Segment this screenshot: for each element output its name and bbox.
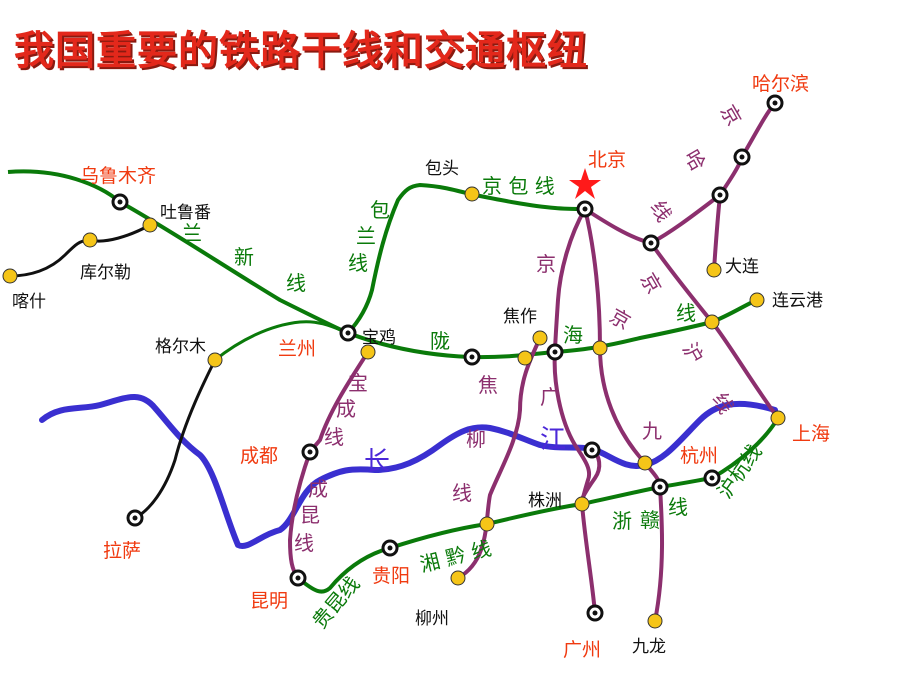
city-lianyungang: 连云港 <box>772 291 823 311</box>
city-lasa: 拉萨 <box>103 540 141 562</box>
station-luoyang[interactable] <box>517 350 533 366</box>
dot-stations <box>2 186 786 629</box>
city-beijing: 北京 <box>588 149 626 171</box>
station-jiaozuo[interactable] <box>532 330 548 346</box>
purple-jiaoliu <box>456 337 542 580</box>
green-zhegan <box>389 485 661 550</box>
city-harbin: 哈尔滨 <box>752 73 809 95</box>
station-kashi[interactable] <box>2 268 18 284</box>
label-jiaoliu-2: 柳 <box>466 427 486 451</box>
city-zhuzhou: 株洲 <box>528 491 562 511</box>
purple-jingjiu <box>583 208 665 622</box>
label-baolan-3: 线 <box>348 251 368 275</box>
label-baolan-1: 包 <box>370 198 390 222</box>
black-line-qingzang <box>134 359 217 520</box>
label-longhai-2: 海 <box>563 323 583 347</box>
city-geermu: 格尔木 <box>155 337 206 357</box>
station-baotou[interactable] <box>464 186 480 202</box>
station-bengbu[interactable] <box>704 314 720 330</box>
purple-chengkun <box>287 451 312 580</box>
label-jinghu-2: 沪 <box>678 339 709 368</box>
label-lanxin-3: 线 <box>286 271 306 295</box>
city-jiulong: 九龙 <box>632 637 666 657</box>
ring-centers <box>117 100 778 616</box>
page-title: 我国重要的铁路干线和交通枢纽 <box>14 28 588 74</box>
label-jiaoliu-1: 焦 <box>478 373 498 397</box>
green-guikun <box>296 546 391 594</box>
city-dalian: 大连 <box>725 257 759 277</box>
station-lanzhou[interactable] <box>360 344 376 360</box>
green-geermu-lanzhou <box>214 320 349 362</box>
city-kashi: 喀什 <box>12 292 46 312</box>
purple-jingguang <box>552 208 597 614</box>
label-chengkun-2: 昆 <box>300 503 320 527</box>
label-jinghu-line: 线 <box>676 301 696 325</box>
label-jinghu-1: 京 <box>636 269 667 298</box>
city-guiyang: 贵阳 <box>372 565 410 587</box>
label-jingha-2: 哈 <box>680 146 711 175</box>
city-baotou: 包头 <box>425 159 459 179</box>
label-chengkun-3: 线 <box>294 531 314 555</box>
city-kunming: 昆明 <box>250 590 288 612</box>
city-hangzhou: 杭州 <box>680 445 718 467</box>
label-jingguang-2: 广 <box>540 385 560 409</box>
label-jingjiu-2: 九 <box>642 419 662 443</box>
green-baolan <box>346 182 471 335</box>
purple-jingha <box>583 101 777 246</box>
station-geermu[interactable] <box>207 352 223 368</box>
label-chengkun-1: 成 <box>308 477 328 501</box>
city-shanghai: 上海 <box>792 423 830 445</box>
station-tulufan[interactable] <box>142 217 158 233</box>
city-jiaozuo: 焦作 <box>503 307 537 327</box>
city-liuzhou: 柳州 <box>415 609 449 629</box>
label-jingbao: 京 包 线 <box>482 174 555 198</box>
city-baoji: 宝鸡 <box>362 328 396 348</box>
label-zhegan-3: 线 <box>668 495 688 519</box>
river-label-chang: 长 <box>364 447 390 477</box>
label-jingha-3: 线 <box>646 197 677 226</box>
label-jingha-1: 京 <box>716 101 747 130</box>
green-jingbao <box>469 192 586 211</box>
beijing-star-icon <box>569 168 601 199</box>
station-jiujiang[interactable] <box>637 455 653 471</box>
station-shanghai[interactable] <box>770 410 786 426</box>
city-chengdu: 成都 <box>240 445 278 467</box>
station-dalian[interactable] <box>706 262 722 278</box>
label-xiangqian: 湘 黔 线 <box>417 536 493 577</box>
station-huaihua[interactable] <box>479 516 495 532</box>
label-baocheng-3: 线 <box>324 425 344 449</box>
city-lanzhou: 兰州 <box>278 338 316 360</box>
black-line-kuerle <box>89 223 151 243</box>
label-zhegan-2: 赣 <box>640 508 660 532</box>
label-jiaoliu-3: 线 <box>452 481 472 505</box>
station-jiulong[interactable] <box>647 613 663 629</box>
label-lanxin-2: 新 <box>234 245 254 269</box>
station-kuerle[interactable] <box>82 232 98 248</box>
city-wulumuqi: 乌鲁木齐 <box>80 165 156 187</box>
label-longhai-1: 陇 <box>430 329 450 353</box>
black-line-kashi <box>9 238 91 278</box>
label-baocheng-2: 成 <box>336 397 356 421</box>
yangtze-river <box>39 394 778 549</box>
label-jingjiu-1: 京 <box>606 304 635 335</box>
city-kuerle: 库尔勒 <box>80 263 131 283</box>
green-lanxin <box>7 169 349 335</box>
label-lanxin-1: 兰 <box>182 221 202 245</box>
station-zhuzhou[interactable] <box>574 496 590 512</box>
station-lianyungang[interactable] <box>749 292 765 308</box>
purple-dalian <box>712 194 722 271</box>
river-label-jiang: 江 <box>540 425 566 455</box>
station-xuzhou[interactable] <box>592 340 608 356</box>
city-guangzhou: 广州 <box>563 639 601 661</box>
label-zhegan-1: 浙 <box>612 509 632 533</box>
label-jingguang-1: 京 <box>536 252 556 276</box>
label-baolan-2: 兰 <box>356 224 376 248</box>
city-tulufan: 吐鲁番 <box>160 203 211 223</box>
station-liuzhou[interactable] <box>450 570 466 586</box>
label-baocheng-1: 宝 <box>348 371 368 395</box>
